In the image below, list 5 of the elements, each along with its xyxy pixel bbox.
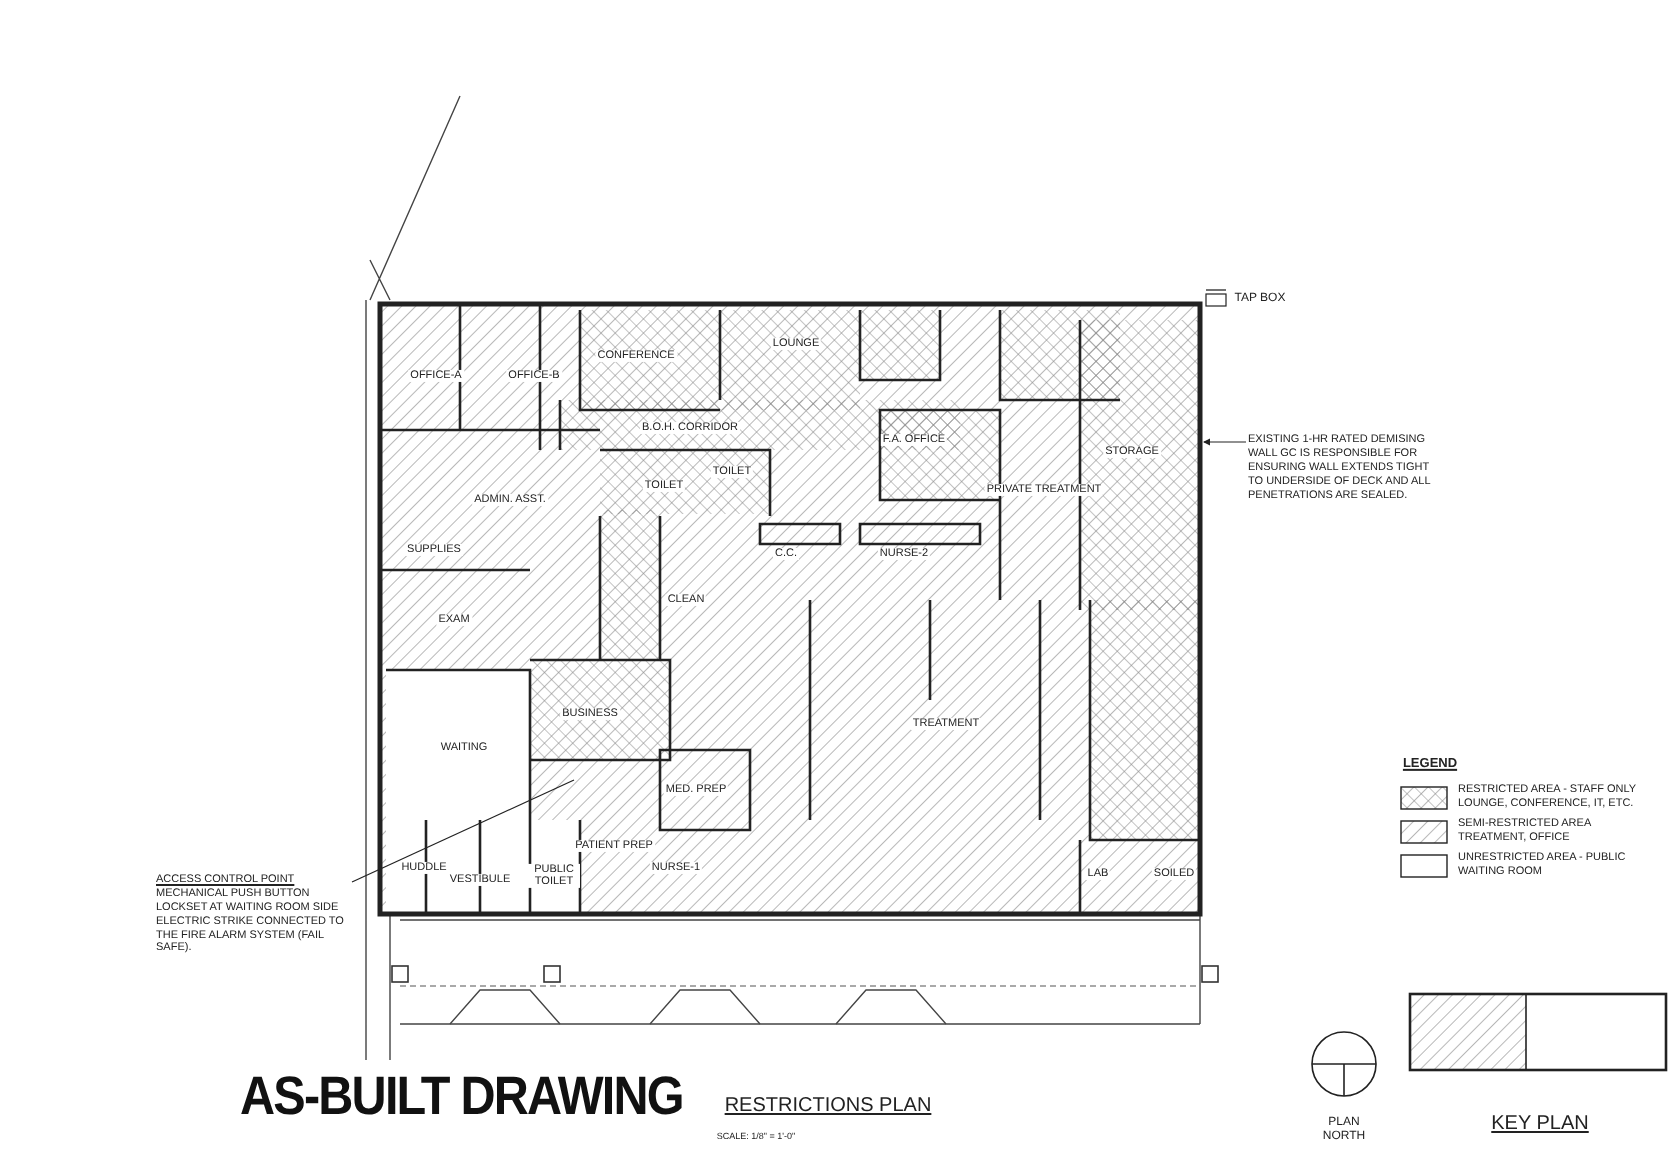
leader-line [1202, 438, 1247, 446]
leader-line [351, 779, 575, 883]
plan-heading: RESTRICTIONS PLAN [722, 1095, 934, 1117]
drawing-title: AS-BUILT DRAWING [240, 1066, 683, 1128]
plan-heading: KEY PLAN [1489, 1113, 1591, 1135]
